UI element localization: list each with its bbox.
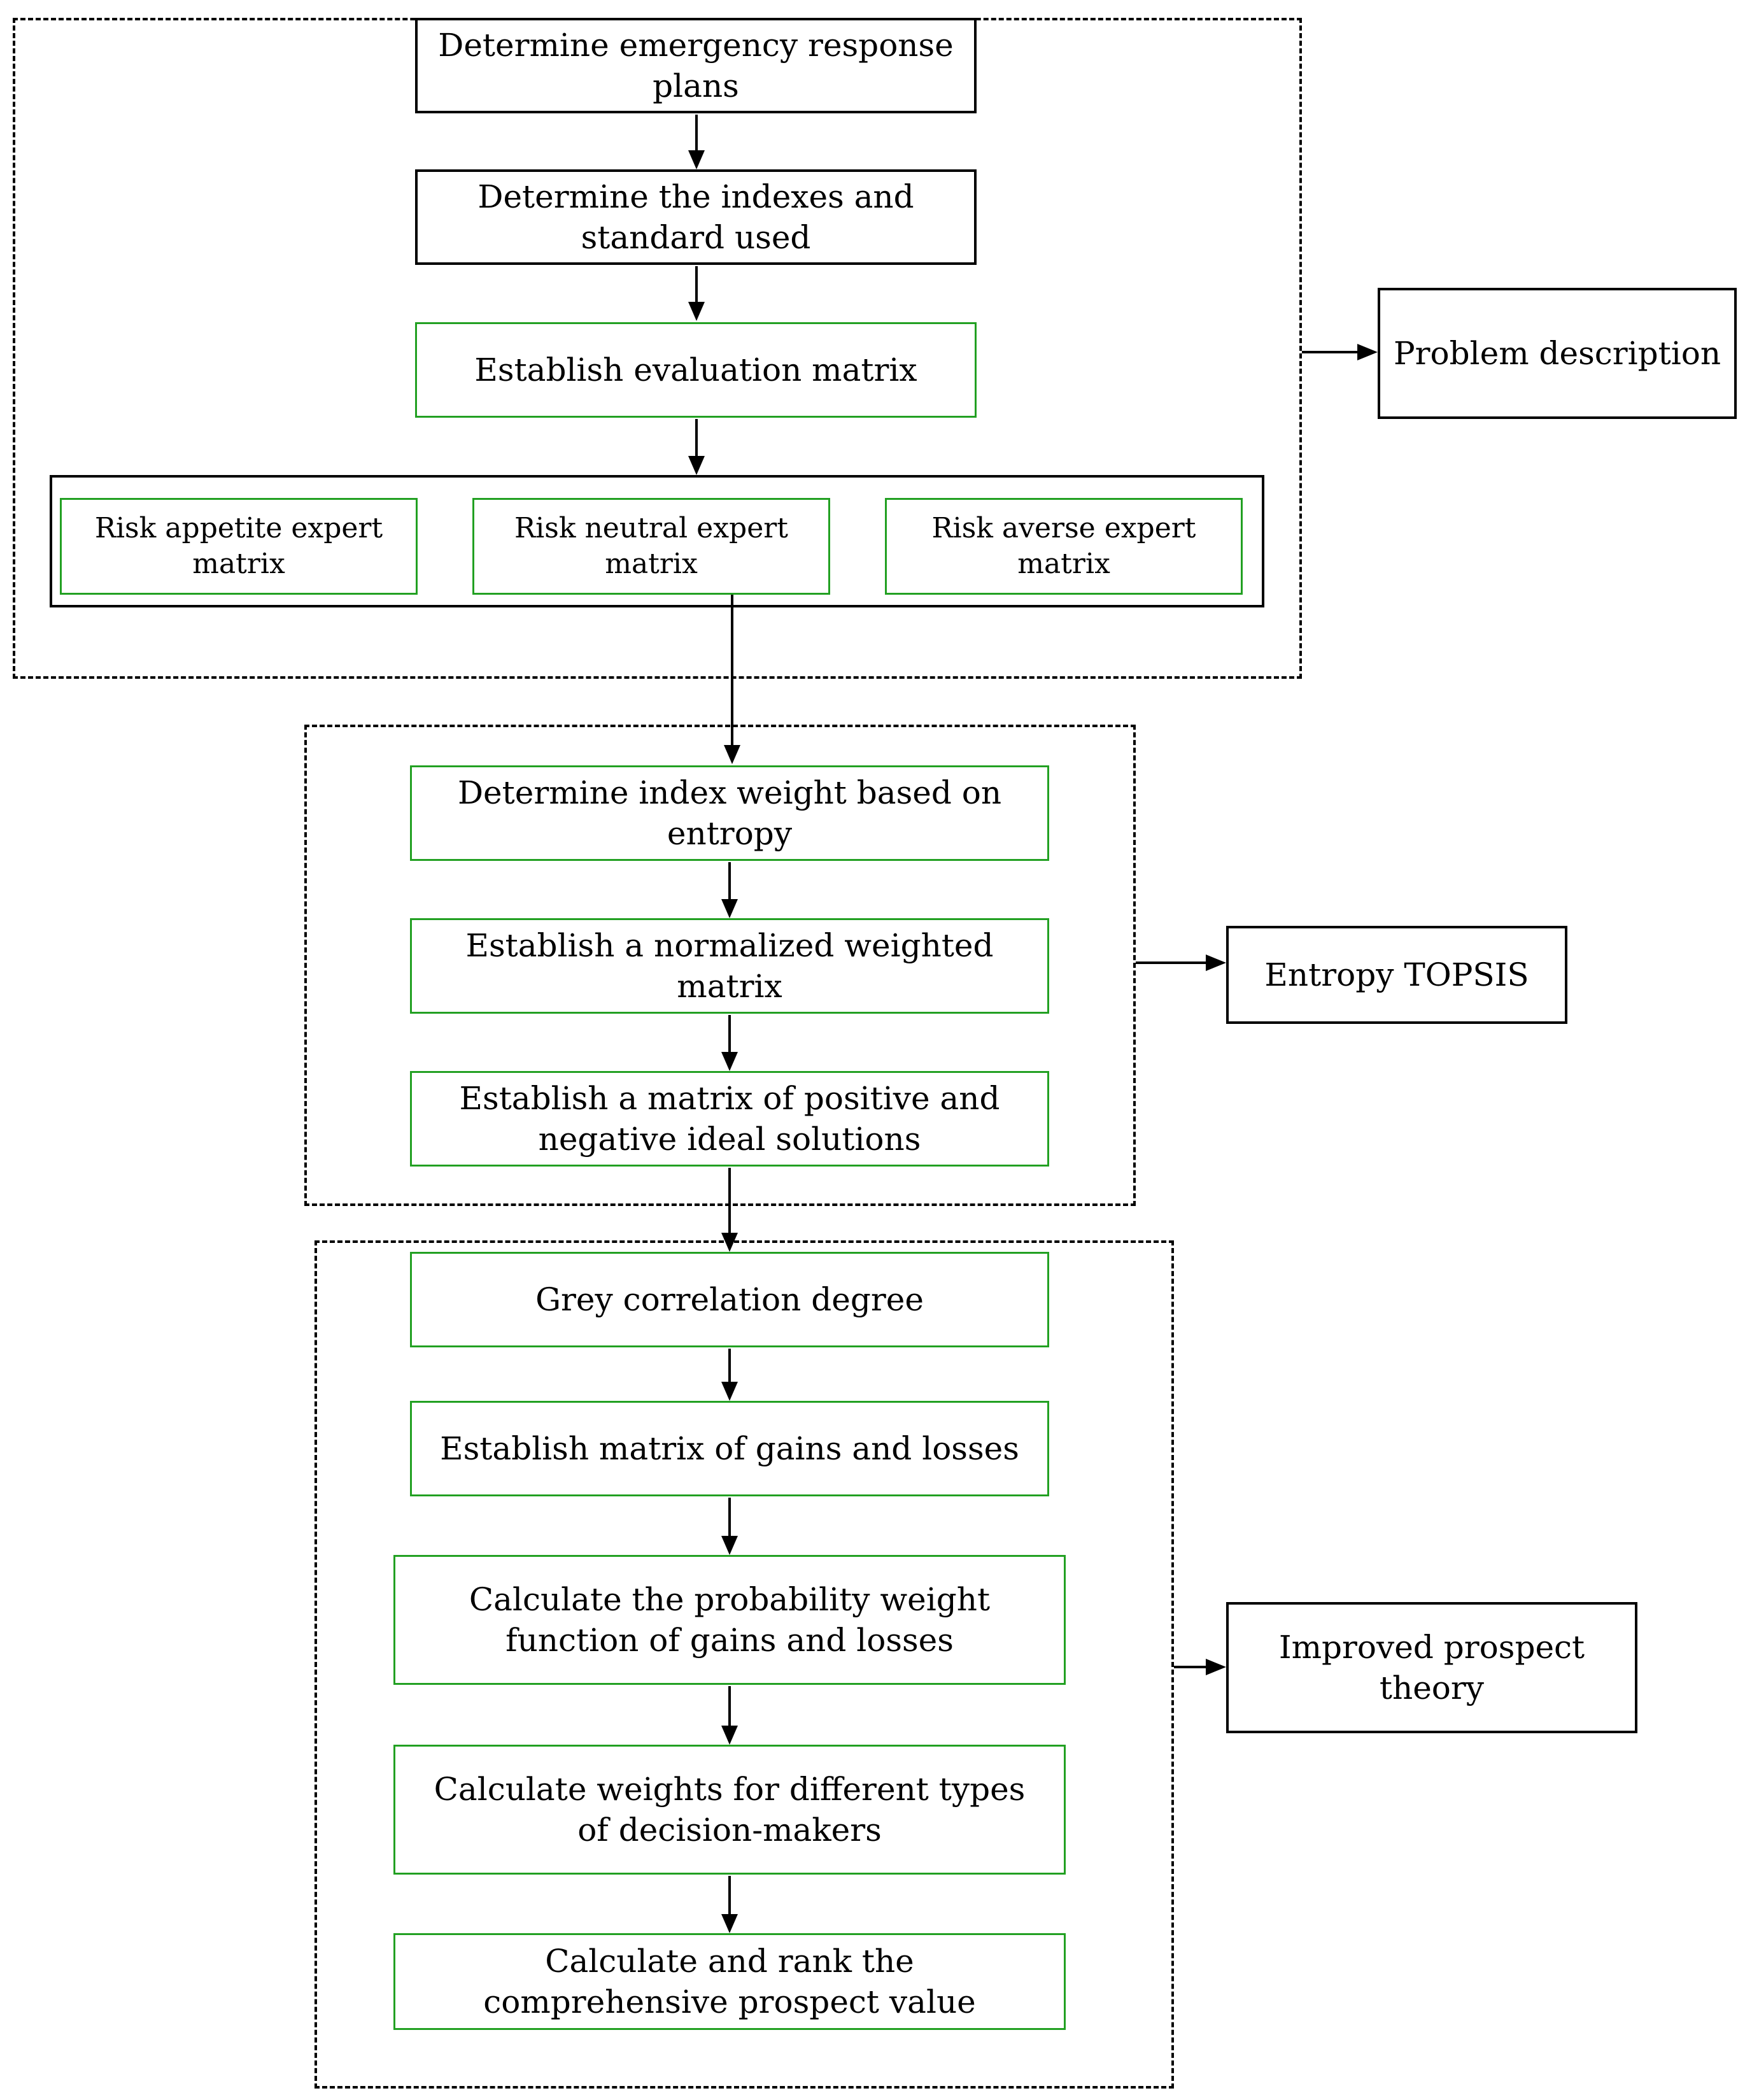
step-determine-plans-label: Determine emergency response plans (438, 27, 954, 104)
step-comprehensive-prospect-value-label: Calculate and rank the comprehensive pro… (483, 1943, 976, 2020)
label-improved-prospect-theory: Improved prospect theory (1226, 1602, 1637, 1733)
label-entropy-topsis: Entropy TOPSIS (1226, 926, 1567, 1024)
step-normalized-weighted-matrix-label: Establish a normalized weighted matrix (465, 927, 994, 1005)
arrowhead (1206, 954, 1226, 971)
step-decision-maker-weights-label: Calculate weights for different types of… (434, 1771, 1026, 1848)
arrowhead (721, 1536, 738, 1555)
improved-prospect-group (314, 1240, 1174, 2089)
arrowhead (721, 1233, 738, 1252)
step-probability-weight-function-label: Calculate the probability weight functio… (469, 1581, 991, 1659)
step-normalized-weighted-matrix: Establish a normalized weighted matrix (410, 918, 1049, 1014)
step-determine-indexes: Determine the indexes and standard used (415, 169, 977, 265)
step-determine-indexes-label: Determine the indexes and standard used (477, 178, 914, 256)
arrowheads (688, 150, 1378, 1933)
arrowhead (688, 150, 705, 169)
arrowhead (688, 456, 705, 475)
step-gains-losses-matrix: Establish matrix of gains and losses (410, 1401, 1049, 1496)
arrowhead (721, 899, 738, 918)
step-grey-correlation-label: Grey correlation degree (535, 1281, 924, 1318)
expert-risk-averse: Risk averse expert matrix (885, 498, 1243, 595)
label-entropy-topsis-text: Entropy TOPSIS (1264, 956, 1529, 993)
arrowhead (1357, 344, 1378, 360)
expert-risk-neutral-label: Risk neutral expert matrix (514, 511, 788, 580)
step-ideal-solutions-matrix-label: Establish a matrix of positive and negat… (459, 1080, 1000, 1158)
step-evaluation-matrix-label: Establish evaluation matrix (474, 351, 917, 388)
step-index-weight-entropy-label: Determine index weight based on entropy (457, 774, 1002, 852)
step-ideal-solutions-matrix: Establish a matrix of positive and negat… (410, 1071, 1049, 1167)
step-evaluation-matrix: Establish evaluation matrix (415, 322, 977, 418)
arrowhead (1206, 1659, 1226, 1675)
expert-risk-neutral: Risk neutral expert matrix (472, 498, 830, 595)
label-problem-description-text: Problem description (1393, 335, 1721, 372)
step-determine-plans: Determine emergency response plans (415, 18, 977, 113)
arrowhead (721, 1914, 738, 1933)
expert-risk-appetite: Risk appetite expert matrix (60, 498, 418, 595)
step-gains-losses-matrix-label: Establish matrix of gains and losses (440, 1430, 1019, 1467)
step-decision-maker-weights: Calculate weights for different types of… (393, 1745, 1066, 1875)
arrowhead (721, 1382, 738, 1401)
step-probability-weight-function: Calculate the probability weight functio… (393, 1555, 1066, 1685)
expert-risk-averse-label: Risk averse expert matrix (931, 511, 1196, 580)
arrowhead (688, 302, 705, 321)
arrowhead (724, 745, 740, 764)
step-grey-correlation: Grey correlation degree (410, 1252, 1049, 1347)
entropy-topsis-group (304, 725, 1136, 1206)
step-comprehensive-prospect-value: Calculate and rank the comprehensive pro… (393, 1933, 1066, 2030)
arrowhead (721, 1726, 738, 1745)
label-improved-prospect-theory-text: Improved prospect theory (1278, 1629, 1585, 1706)
expert-matrices-container (50, 475, 1264, 607)
arrowhead (721, 1052, 738, 1071)
expert-risk-appetite-label: Risk appetite expert matrix (94, 511, 383, 580)
step-index-weight-entropy: Determine index weight based on entropy (410, 765, 1049, 861)
label-problem-description: Problem description (1378, 288, 1737, 419)
